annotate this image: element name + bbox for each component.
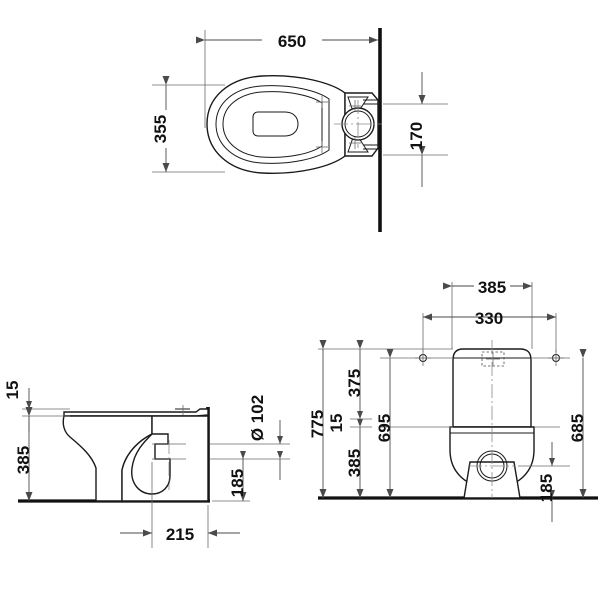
side-dim-15-label: 15	[3, 381, 22, 400]
front-dim-330-label: 330	[475, 309, 503, 328]
plan-seat-ring-inner	[222, 91, 323, 158]
plan-fixing-cross-bottom	[316, 141, 328, 153]
front-flush-button-cross	[486, 352, 500, 366]
front-dim-685-label: 685	[568, 414, 587, 442]
plan-bowl-outline	[206, 75, 346, 174]
side-dim-385-label: 385	[14, 446, 33, 474]
plan-bracket-wedge-bottom	[347, 130, 369, 153]
plan-bowl-opening	[252, 111, 299, 137]
front-dim-385-height-label: 385	[345, 449, 364, 477]
side-dim-215-label: 215	[166, 525, 194, 544]
plan-seat-ring-outer	[215, 85, 330, 164]
front-dim-15-label: 15	[327, 414, 346, 433]
plan-bracket-cross-top	[349, 100, 361, 112]
front-dim-185-label: 185	[537, 474, 556, 502]
plan-dim-170-label: 170	[407, 122, 426, 150]
plan-bracket-wedge-top	[347, 96, 369, 119]
plan-bracket-cross-bottom	[349, 137, 361, 149]
front-dim-385-width-label: 385	[478, 278, 506, 297]
side-dim-diameter-102-label: Ø 102	[248, 395, 267, 441]
side-view: 15 385 215 Ø 102 185	[3, 381, 290, 548]
front-dim-375-label: 375	[345, 369, 364, 397]
plan-dim-355-label: 355	[151, 115, 170, 143]
side-seat-plate	[63, 408, 209, 417]
plan-fixing-cross-top	[316, 96, 328, 108]
side-trap-profile	[131, 433, 171, 495]
front-dim-775-label: 775	[308, 410, 327, 438]
side-dim-185-label: 185	[228, 469, 247, 497]
front-dim-695-label: 695	[375, 414, 394, 442]
front-view: 385 330 775 375 15 385 695 685 185	[308, 278, 598, 522]
plan-view: 650 355 170	[151, 28, 448, 232]
plan-dim-650-label: 650	[278, 32, 306, 51]
